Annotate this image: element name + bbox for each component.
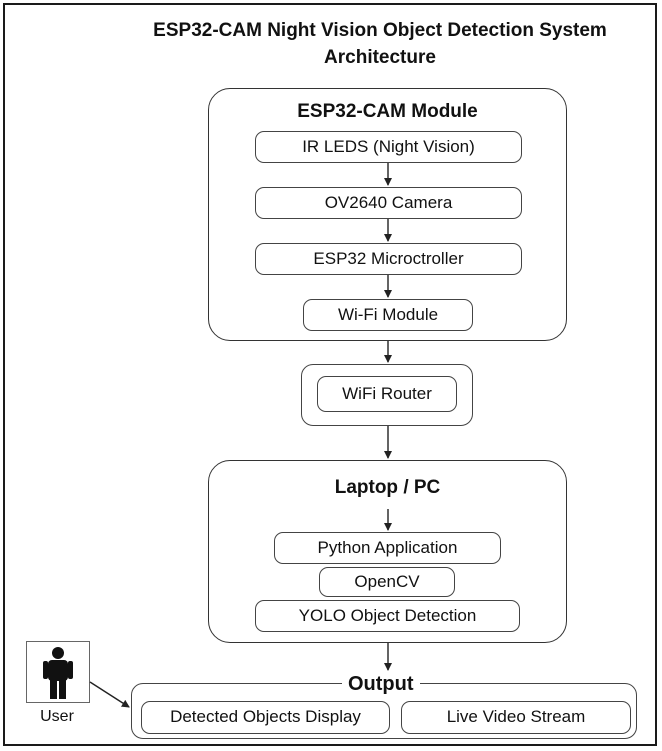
esp32-microcontroller-box: ESP32 Microctroller [255,243,522,275]
diagram-title-line-2: Architecture [324,47,436,68]
output-heading: Output [342,673,420,695]
python-application-box: Python Application [274,532,501,564]
wifi-module-box: Wi-Fi Module [303,299,473,331]
arrow-user-to-output [89,681,130,708]
opencv-box: OpenCV [319,567,455,597]
person-icon [43,647,73,699]
user-icon-box [26,641,90,703]
yolo-object-detection-box: YOLO Object Detection [255,600,520,632]
diagram-title-line-1: ESP32-CAM Night Vision Object Detection … [153,20,607,41]
detected-objects-display-box: Detected Objects Display [141,701,390,734]
ov2640-camera-box: OV2640 Camera [255,187,522,219]
wifi-router-box: WiFi Router [317,376,457,412]
ir-leds-box: IR LEDS (Night Vision) [255,131,522,163]
user-label: User [40,708,74,725]
diagram-frame [3,3,657,746]
esp32-cam-module-heading: ESP32-CAM Module [297,101,478,122]
live-video-stream-box: Live Video Stream [401,701,631,734]
laptop-pc-heading: Laptop / PC [334,477,441,498]
